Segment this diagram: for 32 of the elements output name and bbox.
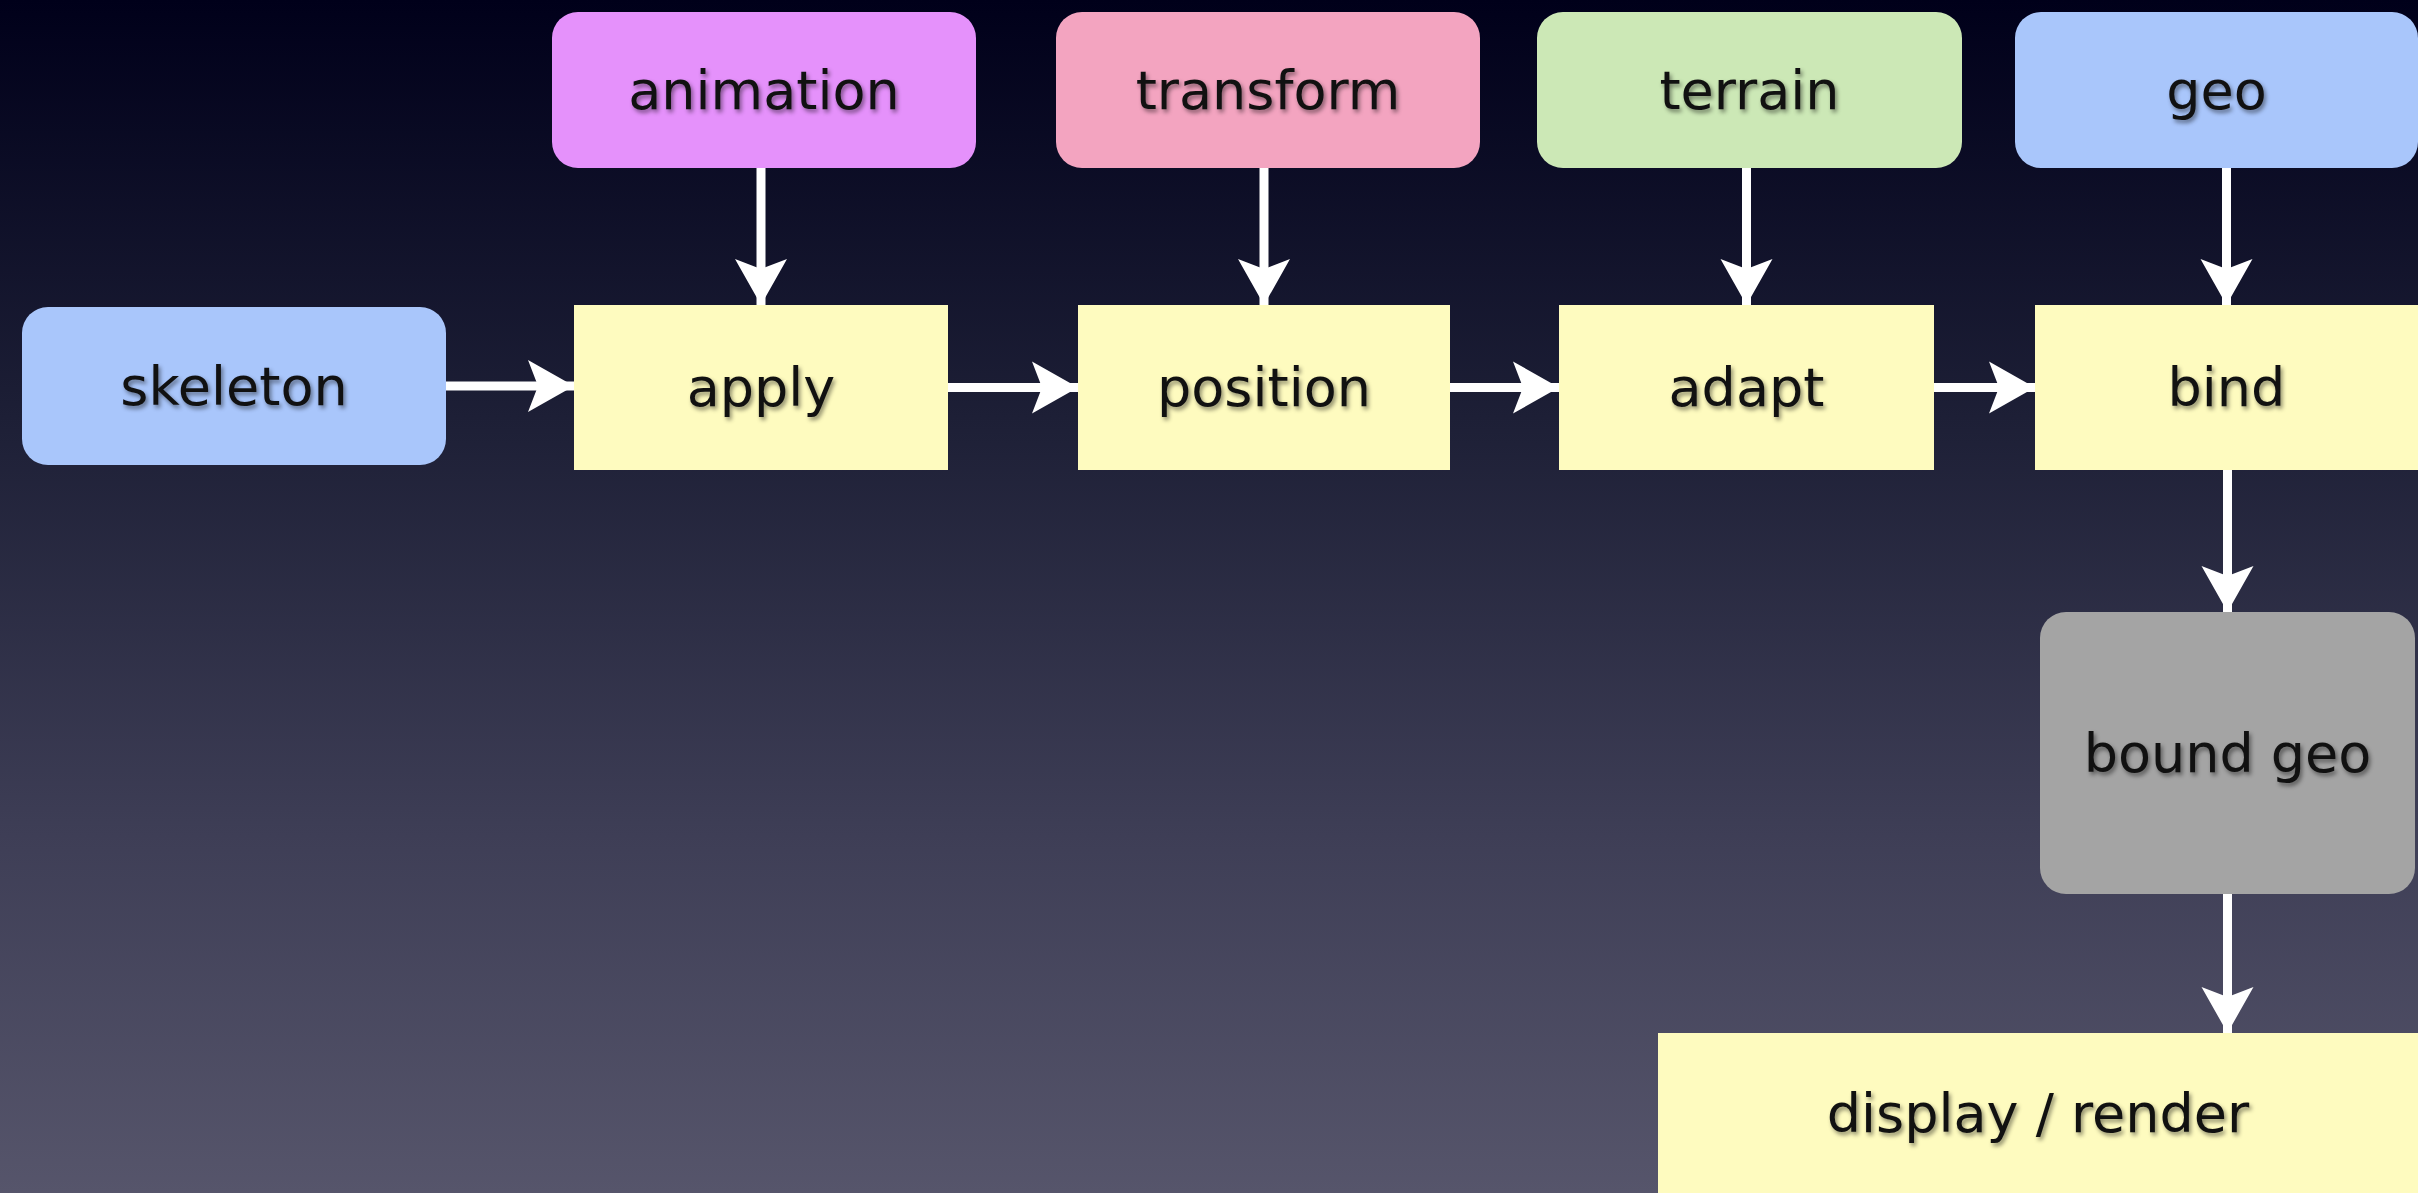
rounded-box [2040,612,2415,894]
arrow [2201,894,2254,1033]
arrow [1238,168,1290,305]
arrow [1934,361,2035,414]
rounded-box [1537,12,1962,168]
node-label: geo [2166,58,2267,122]
node-label: apply [686,356,836,419]
process-box [1658,1033,2418,1193]
node-label: transform [1135,58,1401,122]
node-label: skeleton [120,354,348,418]
arrow [446,360,574,412]
process-box [1559,305,1934,470]
node-label: animation [628,58,900,122]
arrow [948,361,1078,414]
arrow [1450,361,1559,414]
arrow [1720,168,1773,305]
arrow [2200,168,2253,305]
node-label: adapt [1668,356,1825,419]
rounded-box [2015,12,2418,168]
arrow [735,168,787,305]
node-label: bound geo [2083,721,2372,785]
process-box [2035,305,2418,470]
node-label: bind [2167,356,2286,419]
node-label: display / render [1826,1081,2250,1145]
rounded-box [1056,12,1480,168]
rounded-box [22,307,446,465]
rounded-box [552,12,976,168]
arrow [2201,470,2254,612]
process-box [1078,305,1450,470]
node-label: terrain [1659,58,1840,122]
process-box [574,305,948,470]
node-label: position [1157,356,1371,419]
